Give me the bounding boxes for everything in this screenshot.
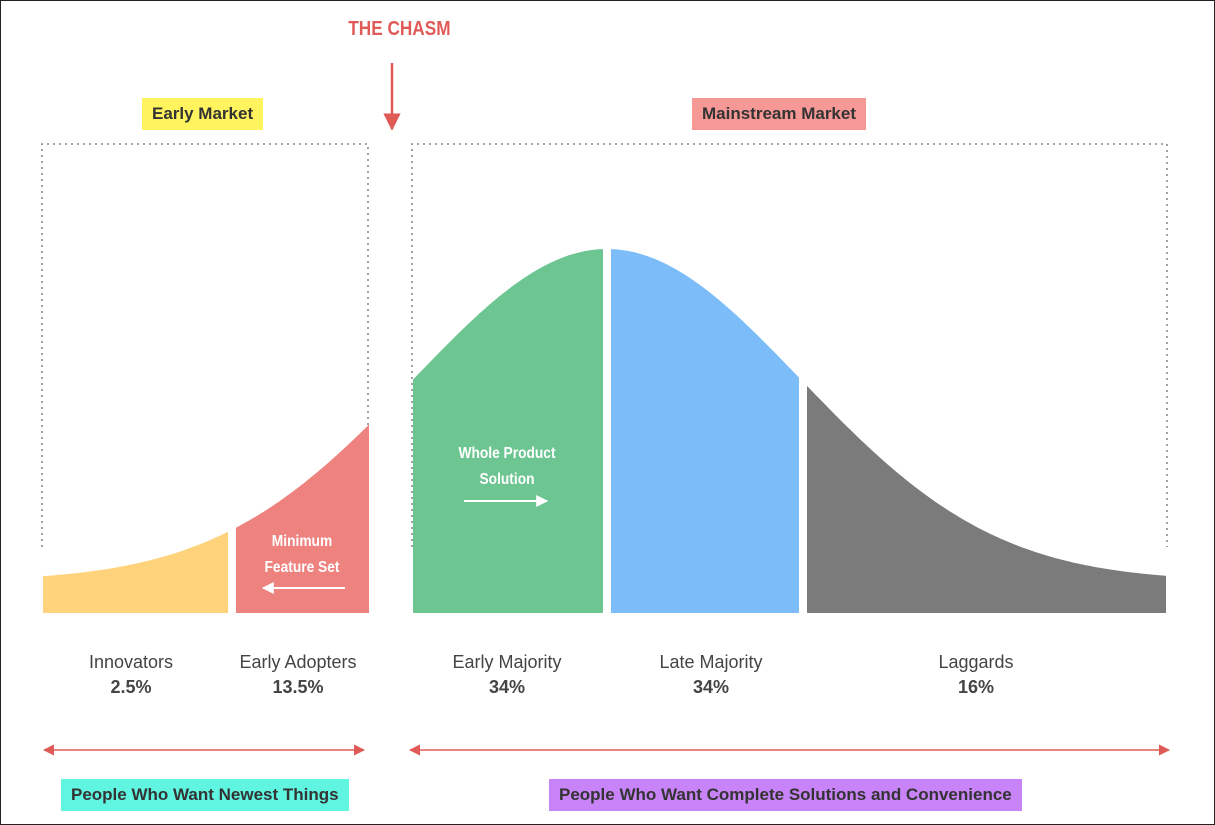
whole-product-note: Whole Product Solution — [447, 441, 567, 493]
segment-label-innovators: Innovators 2.5% — [41, 650, 221, 700]
segment-percent: 16% — [957, 677, 995, 697]
segment-percent: 34% — [488, 677, 526, 697]
segment-label-late-majority: Late Majority 34% — [621, 650, 801, 700]
segment-percent: 2.5% — [110, 677, 152, 697]
segment-name: Early Adopters — [239, 652, 357, 672]
segment-area-late-majority — [611, 249, 799, 613]
minimum-feature-set-line2: Feature Set — [264, 559, 340, 576]
segment-percent: 34% — [692, 677, 730, 697]
segment-area-innovators — [43, 531, 228, 613]
segment-area-laggards — [807, 385, 1166, 613]
segment-area-early-majority — [413, 249, 603, 613]
segment-percent: 13.5% — [272, 677, 324, 697]
segment-label-laggards: Laggards 16% — [886, 650, 1066, 700]
segment-name: Innovators — [88, 652, 174, 672]
chasm-title: THE CHASM — [348, 18, 451, 40]
early-market-label: Early Market — [142, 98, 264, 130]
segment-label-early-adopters: Early Adopters 13.5% — [208, 650, 388, 700]
early-audience-label: People Who Want Newest Things — [61, 779, 349, 811]
early-market-bracket — [41, 143, 369, 547]
segment-name: Early Majority — [452, 652, 562, 672]
mainstream-market-bracket — [411, 143, 1168, 547]
segment-label-early-majority: Early Majority 34% — [417, 650, 597, 700]
mainstream-audience-label: People Who Want Complete Solutions and C… — [549, 779, 1022, 811]
whole-product-line1: Whole Product — [458, 445, 556, 462]
segment-name: Late Majority — [659, 652, 763, 672]
minimum-feature-set-note: Minimum Feature Set — [250, 529, 355, 581]
whole-product-line2: Solution — [479, 471, 535, 488]
minimum-feature-set-line1: Minimum — [271, 533, 333, 550]
segment-area-early-adopters — [236, 424, 369, 613]
mainstream-market-label: Mainstream Market — [692, 98, 867, 130]
segment-name: Laggards — [938, 652, 1014, 672]
